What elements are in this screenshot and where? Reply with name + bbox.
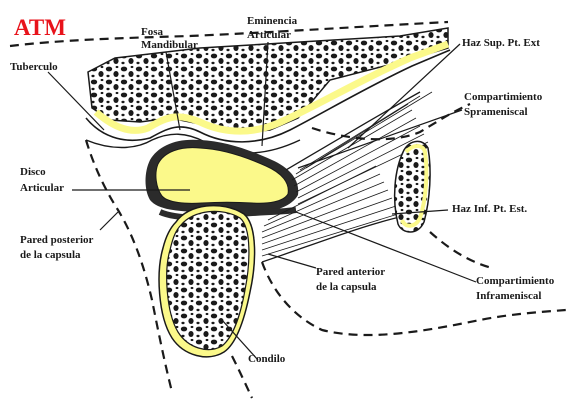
mandible-lower-line xyxy=(231,355,253,399)
temporal-cortex-outline xyxy=(85,49,451,143)
label-pared-ant-line1: Pared anterior xyxy=(316,266,385,278)
leader-eminencia xyxy=(261,41,269,147)
label-haz-sup: Haz Sup. Pt. Ext xyxy=(462,37,540,49)
inferior-head-fibers xyxy=(261,165,399,257)
condyle-group xyxy=(158,204,256,358)
label-pared-ant-line2: de la capsula xyxy=(316,281,377,293)
diagram-title: ATM xyxy=(14,15,66,40)
label-haz-inf: Haz Inf. Pt. Est. xyxy=(452,203,527,215)
leader-tuberculo xyxy=(47,71,105,131)
label-eminencia-articular: Eminencia Articular xyxy=(247,15,300,41)
label-eminencia-line2: Articular xyxy=(247,29,291,41)
leader-haz-sup xyxy=(347,43,461,149)
pterygoid-plate xyxy=(393,140,431,233)
leader-haz-inf xyxy=(391,209,449,215)
label-disco-line2: Articular xyxy=(20,182,64,194)
label-pared-anterior: Pared anterior de la capsula xyxy=(316,266,388,293)
label-pared-post-line1: Pared posterior xyxy=(20,234,94,246)
lower-capsule-line xyxy=(260,261,567,337)
label-fosa-line2: Mandibular xyxy=(141,39,198,51)
capsule-lines xyxy=(84,102,567,399)
leader-comp-supra xyxy=(297,109,463,169)
label-fosa-mandibular: Fosa Mandibular xyxy=(141,26,198,51)
leader-lines xyxy=(47,41,477,361)
label-eminencia-line1: Eminencia xyxy=(247,15,298,27)
posterior-capsule-wall xyxy=(84,139,174,393)
label-comp-supra: Compartimiento Sprameniscal xyxy=(464,91,545,118)
label-disco-line1: Disco xyxy=(20,166,46,178)
articular-disc-group xyxy=(145,139,299,221)
temporal-bone xyxy=(9,20,451,154)
right-vertical-dash xyxy=(429,231,493,270)
temporal-cortex-yellow xyxy=(93,40,450,135)
label-fosa-line1: Fosa xyxy=(141,26,164,38)
leader-comp-infra xyxy=(295,211,477,283)
pterygoid-outline xyxy=(261,91,421,263)
leader-fosa xyxy=(165,51,181,131)
anterior-capsule-wall xyxy=(311,102,471,141)
leader-condilo xyxy=(221,319,259,361)
label-comp-supra-line2: Sprameniscal xyxy=(464,106,528,118)
pterygoid-plate-cortex xyxy=(400,144,429,228)
label-comp-infra: Compartimiento Inframeniscal xyxy=(476,275,557,302)
leader-pared-ant xyxy=(267,253,317,269)
glenoid-line xyxy=(85,133,301,154)
temporal-bone-upper-edge xyxy=(9,20,449,48)
label-comp-supra-line1: Compartimiento xyxy=(464,91,543,103)
temporal-bone-spongy xyxy=(87,27,449,134)
label-tuberculo: Tuberculo xyxy=(10,61,58,73)
leader-pared-post xyxy=(99,211,119,231)
label-pared-posterior: Pared posterior de la capsula xyxy=(20,234,96,261)
label-comp-infra-line1: Compartimiento xyxy=(476,275,555,287)
articular-disc xyxy=(155,147,289,204)
condyle-inner-outline xyxy=(166,210,250,351)
label-disco-articular: Disco Articular xyxy=(20,166,64,194)
label-pared-post-line2: de la capsula xyxy=(20,249,81,261)
label-comp-infra-line2: Inframeniscal xyxy=(476,290,541,302)
label-condilo: Condilo xyxy=(248,353,286,365)
